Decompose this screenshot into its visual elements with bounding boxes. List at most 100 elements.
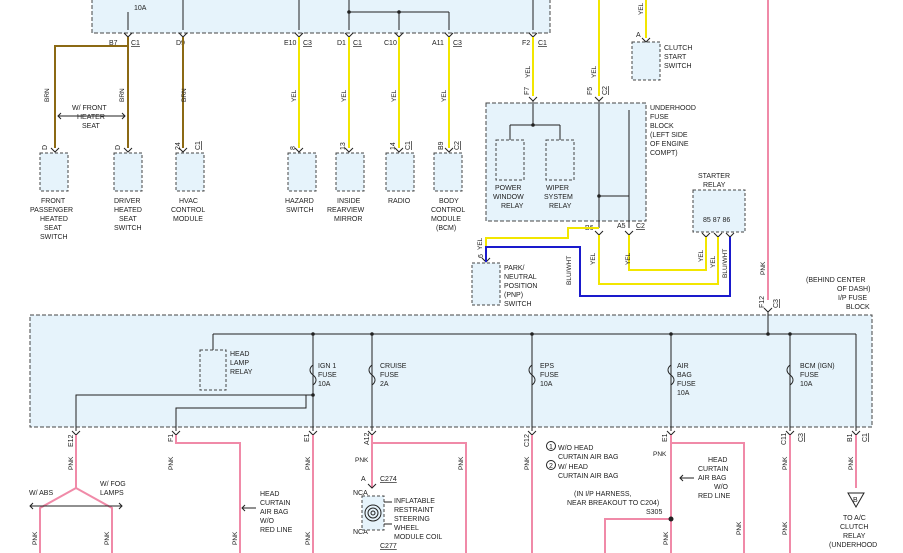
- svg-text:C1: C1: [131, 40, 140, 47]
- svg-text:C3: C3: [773, 299, 780, 308]
- svg-text:D1: D1: [337, 40, 346, 47]
- svg-text:C3: C3: [303, 40, 312, 47]
- svg-text:FUSE: FUSE: [650, 114, 669, 121]
- w-front-heater-seat-note: W/ FRONT HEATER SEAT: [72, 105, 107, 130]
- wire-label-brn-1: BRN: [44, 88, 51, 102]
- svg-text:YEL: YEL: [590, 252, 597, 265]
- svg-text:PNK: PNK: [305, 456, 312, 470]
- svg-text:CRUISE: CRUISE: [380, 363, 407, 370]
- svg-text:RELAY: RELAY: [549, 203, 572, 210]
- svg-text:BLU/WHT: BLU/WHT: [722, 249, 729, 278]
- head-curtain-note-right: HEAD CURTAIN AIR BAG W/O RED LINE: [679, 457, 731, 500]
- svg-text:YEL: YEL: [391, 89, 398, 102]
- top-pin-f2: F2 C1: [522, 40, 547, 47]
- svg-text:F5: F5: [587, 87, 594, 95]
- svg-text:(BCM): (BCM): [436, 225, 456, 232]
- svg-text:YEL: YEL: [698, 249, 705, 262]
- svg-text:WIPER: WIPER: [546, 185, 569, 192]
- svg-text:10A: 10A: [800, 381, 813, 388]
- svg-text:POSITION: POSITION: [504, 283, 537, 290]
- svg-text:AIR BAG: AIR BAG: [698, 475, 726, 482]
- svg-text:(UNDERHOOD: (UNDERHOOD: [829, 542, 877, 549]
- svg-text:PNK: PNK: [305, 531, 312, 545]
- svg-text:HEAD: HEAD: [708, 457, 727, 464]
- svg-text:C3: C3: [798, 433, 805, 442]
- svg-text:SWITCH: SWITCH: [664, 63, 692, 70]
- svg-text:REARVIEW: REARVIEW: [327, 207, 365, 214]
- svg-text:2A: 2A: [380, 381, 389, 388]
- svg-text:SWITCH: SWITCH: [504, 301, 532, 308]
- bottom-pin-c11: C11: [781, 433, 788, 445]
- svg-text:HEAD: HEAD: [230, 351, 249, 358]
- svg-text:C1: C1: [405, 141, 412, 150]
- svg-text:CURTAIN AIR BAG: CURTAIN AIR BAG: [558, 473, 618, 480]
- svg-text:NCA: NCA: [353, 490, 368, 497]
- svg-text:13: 13: [340, 142, 347, 150]
- svg-text:PARK/: PARK/: [504, 265, 525, 272]
- svg-text:W/ HEAD: W/ HEAD: [558, 464, 588, 471]
- svg-text:PNK: PNK: [232, 531, 239, 545]
- svg-text:C10: C10: [384, 40, 397, 47]
- svg-text:MIRROR: MIRROR: [334, 216, 362, 223]
- svg-text:(PNP): (PNP): [504, 292, 523, 299]
- top-fuse-label: 10A: [134, 5, 147, 12]
- svg-text:LAMPS: LAMPS: [100, 490, 124, 497]
- svg-text:I/P FUSE: I/P FUSE: [838, 295, 867, 302]
- svg-text:LAMP: LAMP: [230, 360, 249, 367]
- svg-text:STEERING: STEERING: [394, 516, 430, 523]
- svg-text:PNK: PNK: [653, 451, 667, 458]
- svg-text:YEL: YEL: [638, 2, 645, 15]
- radio: 14 C1 RADIO: [385, 141, 415, 205]
- svg-text:EPS: EPS: [540, 363, 554, 370]
- svg-text:RELAY: RELAY: [501, 203, 524, 210]
- svg-text:SEAT: SEAT: [82, 123, 100, 130]
- svg-text:B: B: [853, 497, 858, 504]
- svg-text:CONTROL: CONTROL: [431, 207, 465, 214]
- svg-text:F12: F12: [759, 296, 766, 308]
- inflatable-restraint-coil: A C274 NCA NCA C277 INFLATABLE RESTRAINT…: [353, 476, 442, 550]
- svg-text:START: START: [664, 54, 687, 61]
- svg-text:PNK: PNK: [168, 456, 175, 470]
- svg-text:YEL: YEL: [591, 65, 598, 78]
- svg-text:POWER: POWER: [495, 185, 521, 192]
- svg-text:HEATED: HEATED: [40, 216, 68, 223]
- clutch-start-switch: A CLUTCH START SWITCH: [631, 32, 692, 81]
- svg-text:MODULE: MODULE: [173, 216, 203, 223]
- svg-text:C1: C1: [353, 40, 362, 47]
- svg-text:FUSE: FUSE: [677, 381, 696, 388]
- svg-text:FUSE: FUSE: [540, 372, 559, 379]
- svg-text:RED LINE: RED LINE: [260, 527, 293, 534]
- svg-text:1: 1: [549, 444, 553, 451]
- svg-text:10A: 10A: [318, 381, 331, 388]
- svg-text:CONTROL: CONTROL: [171, 207, 205, 214]
- underhood-fuse-block: F7 F5 C2 POWER WINDOW RELAY WIPER SYSTEM…: [485, 86, 696, 236]
- svg-text:10A: 10A: [540, 381, 553, 388]
- svg-text:AIR BAG: AIR BAG: [260, 509, 288, 516]
- svg-text:D9: D9: [176, 40, 185, 47]
- head-curtain-note-left: HEAD CURTAIN AIR BAG W/O RED LINE: [241, 491, 293, 534]
- wire-label-brn-2: BRN: [119, 88, 126, 102]
- bottom-pin-f1: F1: [168, 434, 175, 442]
- svg-text:OF DASH): OF DASH): [837, 286, 870, 293]
- svg-text:YEL: YEL: [477, 237, 484, 250]
- svg-text:PNK: PNK: [458, 456, 465, 470]
- svg-text:RELAY: RELAY: [703, 182, 726, 189]
- svg-text:PNK: PNK: [524, 456, 531, 470]
- svg-text:(LEFT SIDE: (LEFT SIDE: [650, 132, 688, 139]
- svg-text:PNK: PNK: [782, 521, 789, 535]
- svg-text:PNK: PNK: [760, 261, 767, 275]
- svg-text:HEATER: HEATER: [77, 114, 105, 121]
- svg-text:INSIDE: INSIDE: [337, 198, 361, 205]
- svg-text:(IN I/P HARNESS,: (IN I/P HARNESS,: [574, 491, 631, 498]
- pnp-switch: 6 PARK/ NEUTRAL POSITION (PNP) SWITCH: [471, 254, 537, 308]
- svg-text:F2: F2: [522, 40, 530, 47]
- svg-text:W/ ABS: W/ ABS: [29, 490, 53, 497]
- hvac-control-module: 24 C1 HVAC CONTROL MODULE: [171, 141, 205, 223]
- ac-clutch-relay-ref: B TO A/C CLUTCH RELAY (UNDERHOOD: [829, 492, 877, 549]
- svg-text:(BEHIND CENTER: (BEHIND CENTER: [806, 277, 866, 284]
- top-pin-c10: C10: [384, 40, 397, 47]
- svg-text:SWITCH: SWITCH: [114, 225, 142, 232]
- svg-text:C3: C3: [453, 40, 462, 47]
- svg-text:PNK: PNK: [782, 456, 789, 470]
